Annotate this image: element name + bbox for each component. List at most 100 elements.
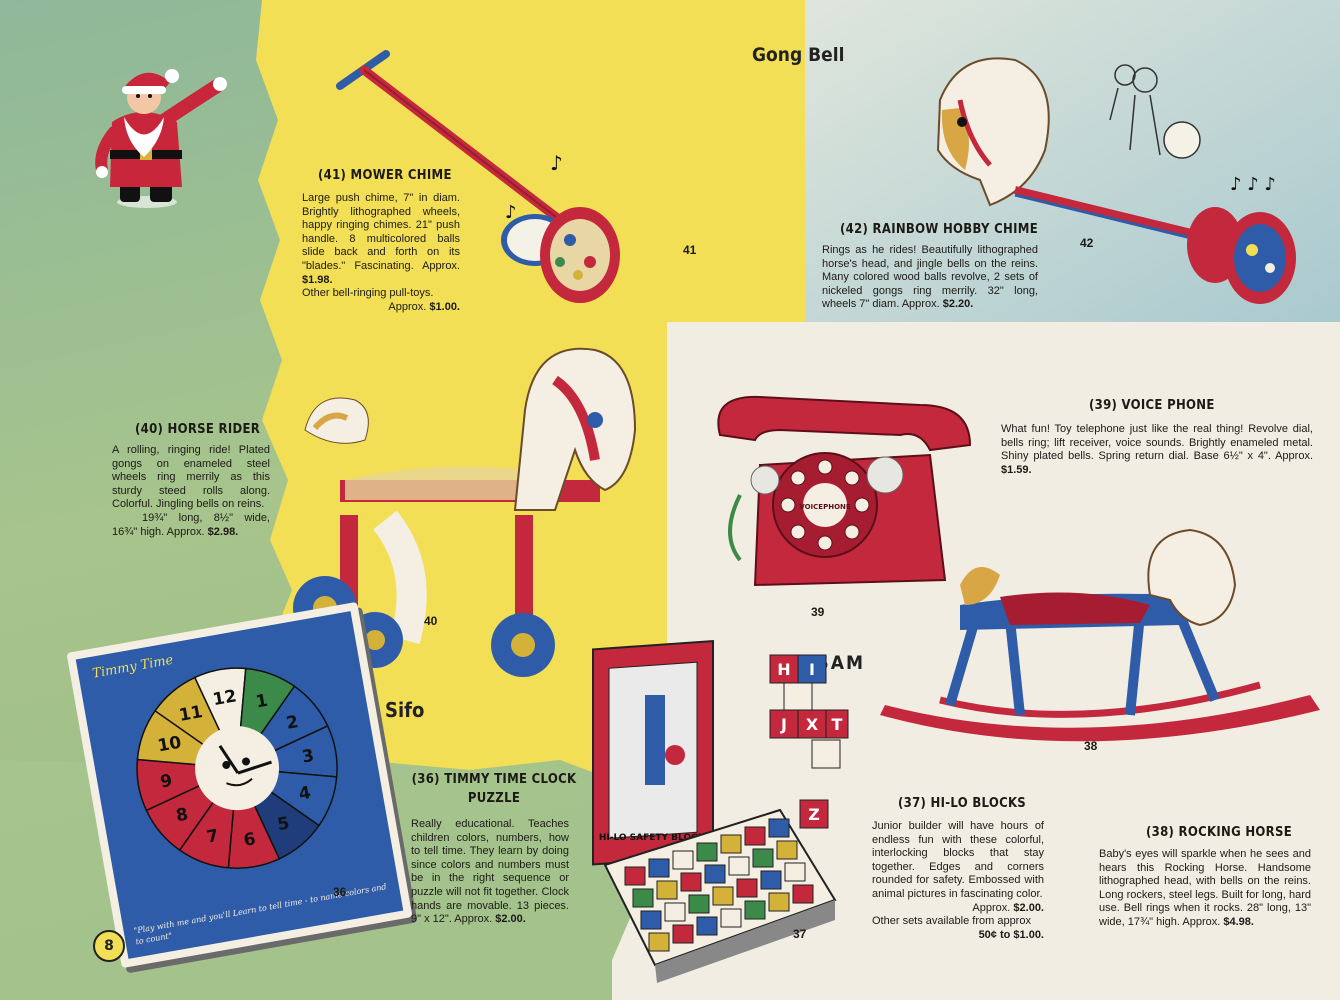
- hilo-blocks-illustration: HI-LO SAFETY BLOCKS H I J X T Z: [592, 639, 849, 983]
- block-letter-i: I: [809, 660, 815, 679]
- hilo-blocks-approx: Approx.: [972, 901, 1011, 914]
- block-in-box: [680, 872, 702, 892]
- block-in-box: [784, 862, 806, 882]
- clock-number: 3: [301, 746, 316, 768]
- hobby-chime-illustration: ♪ ♪ ♪: [936, 57, 1296, 304]
- clock-number: 5: [276, 813, 291, 835]
- svg-text:♪: ♪: [505, 202, 517, 223]
- voice-phone-price: $1.59.: [1001, 463, 1032, 476]
- block-in-box: [704, 864, 726, 884]
- rocking-horse-title: (38) ROCKING HORSE: [1146, 825, 1292, 840]
- svg-text:♪ ♪ ♪: ♪ ♪ ♪: [1230, 174, 1276, 195]
- block-letter-t: T: [832, 715, 843, 734]
- rocking-horse-number: 38: [1084, 739, 1098, 753]
- hobby-chime-title: (42) RAINBOW HOBBY CHIME: [840, 222, 1038, 237]
- block-in-box: [696, 842, 718, 862]
- block-in-box: [736, 878, 758, 898]
- clock-puzzle-body: Really educational. Teaches children col…: [411, 818, 569, 926]
- block-letter-x: X: [806, 715, 819, 734]
- block-letter-j: J: [780, 715, 787, 734]
- hobby-chime-number: 42: [1080, 236, 1094, 250]
- block-in-box: [624, 866, 646, 886]
- block-letter-z: Z: [808, 805, 820, 824]
- block-in-box: [656, 880, 678, 900]
- block-in-box: [688, 894, 710, 914]
- mower-chime-number: 41: [683, 243, 697, 257]
- phone-dial-label: VOICEPHONE: [799, 503, 851, 511]
- block-letter-h: H: [777, 660, 790, 679]
- clock-number: 6: [242, 829, 257, 851]
- hilo-blocks-price: $2.00.: [1013, 901, 1044, 914]
- mower-chime-price: $1.98.: [302, 273, 333, 286]
- clock-number: 7: [205, 826, 220, 848]
- block-in-box: [720, 834, 742, 854]
- mower-chime-illustration: ♪ ♪: [336, 50, 620, 303]
- block-in-box: [776, 840, 798, 860]
- clock-number: 1: [254, 691, 269, 713]
- clock-puzzle-price: $2.00.: [495, 913, 526, 926]
- block-in-box: [760, 870, 782, 890]
- block-in-box: [672, 850, 694, 870]
- hilo-blocks-extra-price: 50¢ to $1.00.: [978, 928, 1044, 941]
- horse-rider-desc: A rolling, ringing ride! Plated gongs on…: [112, 444, 270, 539]
- mower-chime-extra-approx: Approx.: [388, 300, 427, 313]
- rocking-horse-body: Baby's eyes will sparkle when he sees an…: [1099, 848, 1311, 928]
- hilo-blocks-number: 37: [793, 927, 807, 941]
- page-number: 8: [93, 930, 125, 962]
- hobby-chime-body: Rings as he rides! Beautifully lithograp…: [822, 244, 1038, 311]
- hobby-chime-price: $2.20.: [942, 298, 974, 311]
- block-in-box: [768, 818, 790, 838]
- block-in-box: [648, 858, 670, 878]
- clock-puzzle-title-line1: (36) TIMMY TIME CLOCK: [411, 772, 577, 787]
- clock-number: 4: [297, 783, 312, 805]
- clock-puzzle-title-line2: PUZZLE: [467, 791, 521, 806]
- clock-number: 9: [159, 771, 174, 793]
- block-in-box: [720, 908, 742, 928]
- rocking-horse-price: $4.98.: [1223, 915, 1254, 928]
- block-in-box: [696, 916, 718, 936]
- horse-rider-dims: 19¾" long, 8½" wide, 16¾" high. Approx.: [112, 511, 270, 538]
- horse-rider-body: A rolling, ringing ride! Plated gongs on…: [112, 444, 270, 511]
- clock-number: 2: [285, 712, 300, 734]
- voice-phone-desc: What fun! Toy telephone just like the re…: [1001, 423, 1313, 477]
- clock-puzzle-desc: Really educational. Teaches children col…: [411, 818, 569, 927]
- brand-sifo: Sifo: [385, 698, 425, 722]
- brand-gong-bell: Gong Bell: [752, 44, 845, 66]
- block-in-box: [648, 932, 670, 952]
- horse-rider-number: 40: [424, 614, 438, 628]
- block-in-box: [728, 856, 750, 876]
- block-in-box: [664, 902, 686, 922]
- blocks-box-label: HI-LO SAFETY BLOCKS: [599, 833, 711, 843]
- horse-rider-title: (40) HORSE RIDER: [135, 422, 261, 437]
- block-in-box: [632, 888, 654, 908]
- hilo-blocks-extra: Other sets available from approx: [872, 915, 1031, 928]
- rocking-horse-illustration: [880, 528, 1320, 742]
- hobby-chime-desc: Rings as he rides! Beautifully lithograp…: [822, 244, 1038, 312]
- voice-phone-illustration: VOICEPHONE: [717, 395, 972, 587]
- mower-chime-desc: Large push chime, 7" in diam. Brightly l…: [302, 192, 460, 314]
- mower-chime-title: (41) MOWER CHIME: [318, 168, 452, 183]
- voice-phone-number: 39: [811, 605, 825, 619]
- mower-chime-extra-price: $1.00.: [429, 300, 460, 313]
- clock-number: 8: [174, 805, 189, 827]
- block-in-box: [752, 848, 774, 868]
- clock-puzzle-number: 36: [333, 885, 347, 899]
- block-in-box: [792, 884, 814, 904]
- hilo-blocks-title: (37) HI-LO BLOCKS: [898, 796, 1027, 811]
- svg-text:♪: ♪: [550, 151, 563, 175]
- hilo-blocks-desc: Junior builder will have hours of endles…: [872, 820, 1044, 942]
- mower-chime-body: Large push chime, 7" in diam. Brightly l…: [302, 192, 460, 272]
- rocking-horse-desc: Baby's eyes will sparkle when he sees an…: [1099, 848, 1311, 930]
- block-in-box: [744, 900, 766, 920]
- mower-chime-extra: Other bell-ringing pull-toys.: [302, 287, 434, 300]
- santa-illustration: [95, 69, 227, 208]
- voice-phone-title: (39) VOICE PHONE: [1089, 398, 1215, 413]
- voice-phone-body: What fun! Toy telephone just like the re…: [1001, 423, 1313, 463]
- clock-puzzle-title: (36) TIMMY TIME CLOCK PUZZLE: [410, 772, 578, 806]
- clock-number: 12: [211, 686, 238, 710]
- block-in-box: [640, 910, 662, 930]
- block-in-box: [768, 892, 790, 912]
